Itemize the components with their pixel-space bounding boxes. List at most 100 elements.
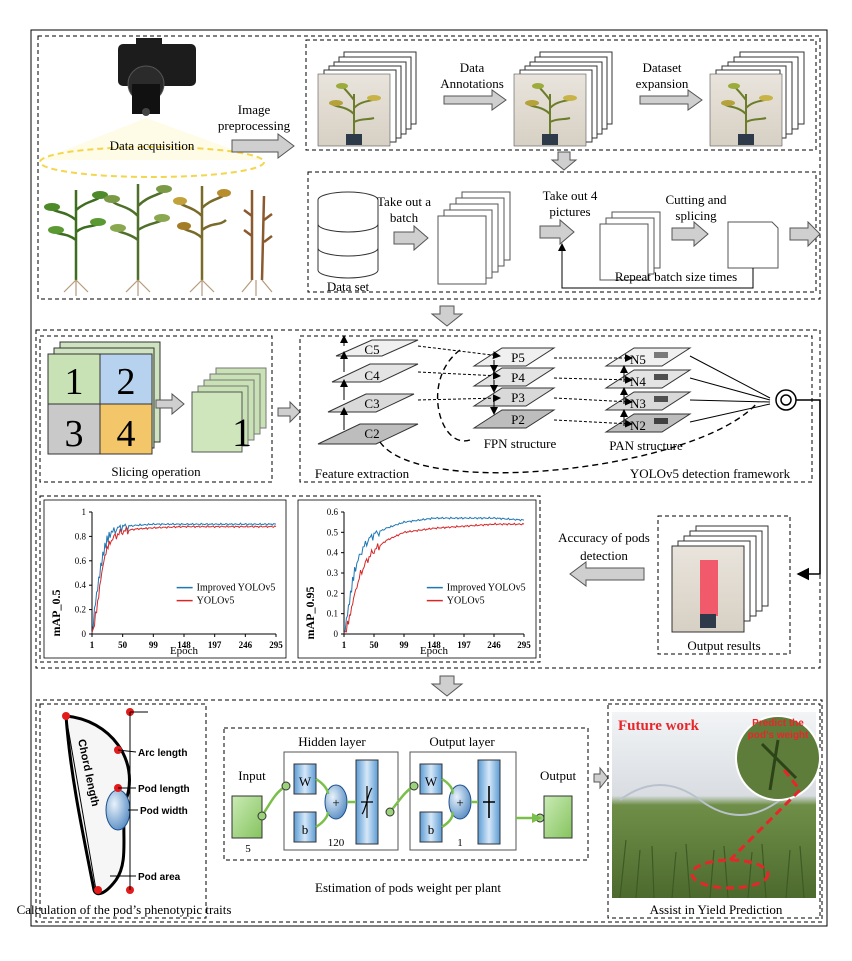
fpn-pan-connections xyxy=(379,345,759,474)
y-tick-label: 0.8 xyxy=(75,531,87,541)
x-tick-label: 295 xyxy=(269,640,283,650)
annotation-frame xyxy=(305,39,817,151)
data-acquisition-label: Data acquisition xyxy=(110,138,195,153)
slicing-operation-label: Slicing operation xyxy=(111,464,201,479)
feature-extraction-label: Feature extraction xyxy=(315,466,410,481)
cutting-arrow xyxy=(671,220,709,248)
x-tick-label: 148 xyxy=(427,640,441,650)
network-frame xyxy=(223,727,589,861)
y-tick-label: 1 xyxy=(82,507,87,517)
y-tick-label: 0.6 xyxy=(75,556,87,566)
expansion-arrow xyxy=(639,89,703,111)
series-line-1 xyxy=(343,522,525,633)
legend-label-1: YOLOv5 xyxy=(447,596,485,607)
y-tick-label: 0.3 xyxy=(327,568,339,578)
pan-n5-label: N5 xyxy=(630,352,646,367)
head-connections xyxy=(689,355,771,423)
backbone-c5-label: C5 xyxy=(364,342,379,357)
output-b-label: b xyxy=(428,822,435,837)
output-results-frame xyxy=(657,515,791,655)
pod-length-label: Pod length xyxy=(138,784,190,795)
hidden-plus-label: + xyxy=(332,795,339,810)
dataset-expansion-label-1: Dataset xyxy=(643,60,682,75)
output-results-label: Output results xyxy=(687,638,760,653)
y-tick-label: 0 xyxy=(334,629,339,639)
image-preprocessing-label-1: Image xyxy=(238,102,271,117)
x-tick-label: 295 xyxy=(517,640,531,650)
backbone-layers: C5 C4 C3 C2 xyxy=(317,335,419,445)
output-size-label: 1 xyxy=(457,837,463,849)
series-line-0 xyxy=(91,522,277,634)
output-batch-arrow xyxy=(789,220,821,248)
framework-label: YOLOv5 detection framework xyxy=(630,466,791,481)
x-tick-label: 1 xyxy=(342,640,347,650)
data-set-label: Data set xyxy=(327,279,370,294)
accuracy-label-2: detection xyxy=(580,548,628,563)
down-arrow-1 xyxy=(550,151,578,171)
hidden-layer-label: Hidden layer xyxy=(298,734,366,749)
sliced-tile-stack: 1 xyxy=(191,367,267,455)
y-tick-label: 0.4 xyxy=(327,548,339,558)
take-batch-arrow xyxy=(393,224,429,252)
backbone-c4-label: C4 xyxy=(364,368,380,383)
pod-traits-frame xyxy=(39,703,207,919)
field-of-view-ellipse xyxy=(39,146,265,178)
tile-3-label: 3 xyxy=(65,413,84,455)
hidden-w-label: W xyxy=(299,774,312,789)
section1-frame xyxy=(37,35,821,300)
input-label: Input xyxy=(238,768,266,783)
raw-image-stack xyxy=(317,51,417,147)
pod-width-label: Pod width xyxy=(140,806,188,817)
spliced-image-icon xyxy=(727,221,779,269)
network-caption: Estimation of pods weight per plant xyxy=(315,880,501,895)
x-tick-label: 99 xyxy=(149,640,159,650)
data-annotations-label-2: Annotations xyxy=(440,76,504,91)
four-pictures-icon xyxy=(599,211,661,281)
fpn-p5-label: P5 xyxy=(511,350,525,365)
x-tick-label: 197 xyxy=(457,640,471,650)
legend-label-0: Improved YOLOv5 xyxy=(197,583,276,594)
output-label: Output xyxy=(540,768,577,783)
fpn-layers: P5 P4 P3 P2 xyxy=(472,347,556,429)
take-pictures-label-1: Take out 4 xyxy=(543,188,598,203)
tile-2-label: 2 xyxy=(117,361,136,403)
hidden-b-label: b xyxy=(302,822,309,837)
y-tick-label: 0.4 xyxy=(75,580,87,590)
dataset-expansion-label-2: expansion xyxy=(636,76,689,91)
take-pictures-arrow xyxy=(539,218,575,246)
pod-outline-diagram xyxy=(62,708,148,896)
predict-label-1: Predict the xyxy=(752,718,804,729)
cutting-splicing-label-1: Cutting and xyxy=(665,192,727,207)
soybean-plants-image xyxy=(44,184,273,296)
section-estimation: Arc length Pod length Pod width Pod area… xyxy=(17,699,823,923)
batch-pages-icon xyxy=(437,191,511,285)
slicing-arrow xyxy=(155,392,185,416)
output-w-label: W xyxy=(425,774,438,789)
y-tick-label: 0.5 xyxy=(327,527,339,537)
accuracy-arrow xyxy=(569,561,645,587)
image-preprocessing-label-2: preprocessing xyxy=(218,118,291,133)
cutting-splicing-label-2: splicing xyxy=(675,208,717,223)
chart-panel xyxy=(297,499,537,659)
fpn-p4-label: P4 xyxy=(511,370,525,385)
prediction-dashed-line xyxy=(728,769,803,862)
y-axis-label: mAP_0.5 xyxy=(49,590,63,637)
y-tick-label: 0.6 xyxy=(327,507,339,517)
assist-label: Assist in Yield Prediction xyxy=(650,902,783,917)
hidden-size-label: 120 xyxy=(328,837,345,849)
tile-1-label: 1 xyxy=(65,361,84,403)
predict-label-2: pod’s weight xyxy=(748,730,809,741)
input-node-icon xyxy=(231,795,263,839)
section-detection: 1 2 3 4 1 Slicing operation C5 xyxy=(35,329,821,669)
prediction-ellipse xyxy=(690,858,770,890)
output-plus-label: + xyxy=(456,795,463,810)
x-tick-label: 148 xyxy=(177,640,191,650)
outer-frame xyxy=(30,29,828,927)
section3-frame xyxy=(35,699,823,923)
slicing-frame xyxy=(39,335,273,483)
pan-n3-label: N3 xyxy=(630,396,646,411)
pan-n4-label: N4 xyxy=(630,374,646,389)
future-work-frame xyxy=(607,703,821,919)
database-icon xyxy=(317,191,379,279)
